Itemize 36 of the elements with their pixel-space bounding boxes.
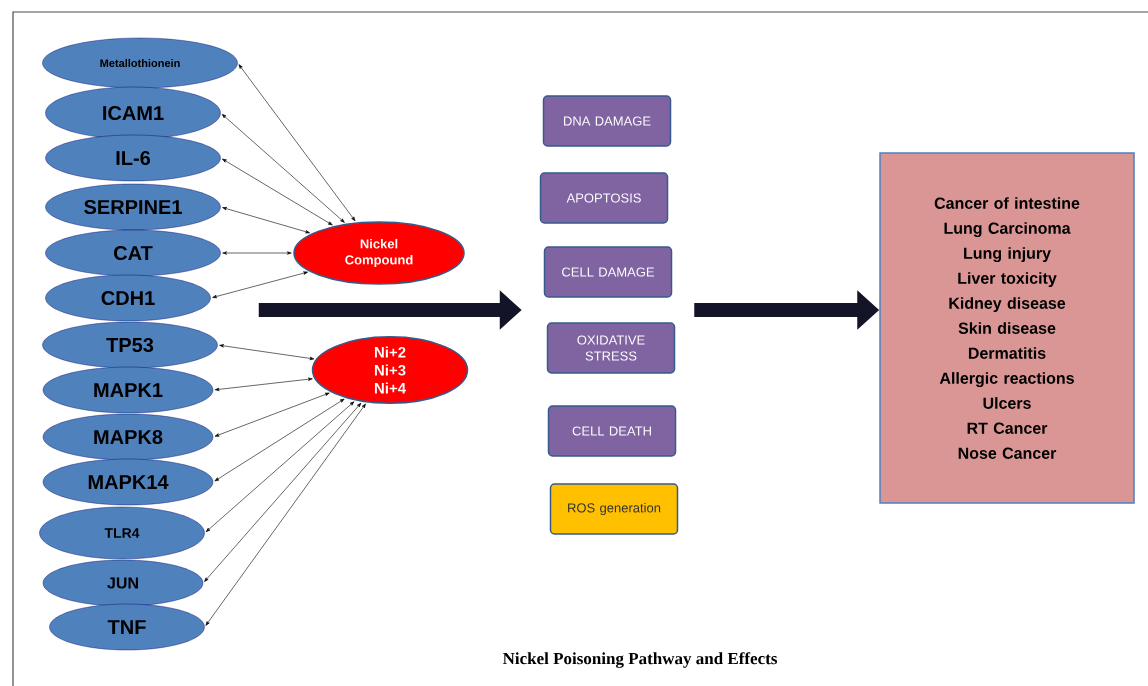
arrow (205, 401, 355, 532)
arrow (214, 398, 345, 482)
arrow (222, 207, 310, 234)
gene-oval: ICAM1 (45, 86, 221, 140)
arrow (205, 403, 366, 626)
effect-box: CELL DEATH (547, 405, 677, 457)
effect-box: OXIDATIVE STRESS (546, 322, 676, 374)
arrow (214, 377, 313, 391)
gene-oval: TNF (49, 603, 205, 651)
arrow (204, 402, 362, 582)
gene-oval: MAPK8 (42, 413, 214, 461)
gene-oval: CDH1 (45, 274, 211, 322)
gene-oval: MAPK1 (42, 366, 214, 414)
disease-box: Cancer of intestine Lung Carcinoma Lung injury Liver toxicity Kidney disease Skin disease Dermatitis Allergic reactions Ulcers RT Cancer Nose Cancer (879, 152, 1135, 504)
effect-box: APOPTOSIS (539, 172, 669, 224)
arrow (214, 392, 330, 437)
effect-box: DNA DAMAGE (542, 95, 672, 147)
caption: Nickel Poisoning Pathway and Effects (502, 652, 777, 668)
gene-oval: JUN (42, 559, 204, 607)
effect-box: ROS generation (549, 483, 679, 535)
ion-oval: Ni+2 Ni+3 Ni+4 (311, 336, 469, 404)
gene-oval: TP53 (42, 321, 218, 369)
gene-oval: IL-6 (45, 134, 221, 182)
arrow (221, 114, 345, 223)
gene-oval: MAPK14 (42, 458, 214, 506)
effect-box: CELL DAMAGE (543, 246, 673, 298)
ion-oval: Nickel Compound (293, 221, 465, 285)
arrow (219, 344, 315, 361)
arrow (212, 271, 308, 299)
gene-oval: SERPINE1 (45, 183, 221, 231)
arrow (222, 158, 333, 226)
arrow (222, 251, 292, 255)
gene-oval: CAT (45, 229, 221, 277)
arrow (238, 64, 356, 222)
gene-oval: Metallothionein (42, 37, 238, 89)
gene-oval: TLR4 (39, 506, 205, 560)
